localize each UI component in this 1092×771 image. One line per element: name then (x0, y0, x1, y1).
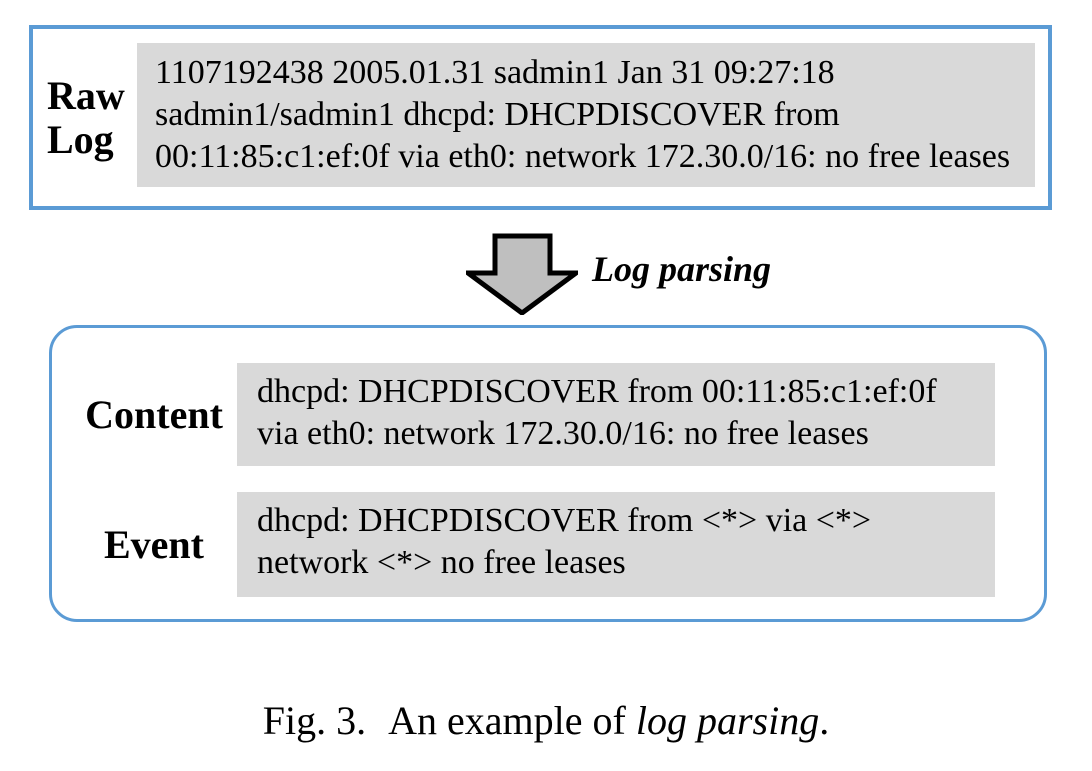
event-text-panel: dhcpd: DHCPDISCOVER from <*> via <*> net… (237, 492, 995, 597)
figure-caption-italic-term: log parsing (635, 698, 820, 743)
content-text-line-2: via eth0: network 172.30.0/16: no free l… (257, 415, 869, 452)
figure-caption-period: . (819, 698, 830, 743)
figure-caption: Fig. 3. An example of log parsing. (0, 697, 1092, 745)
raw-log-text-line-3: 00:11:85:c1:ef:0f via eth0: network 172.… (155, 138, 1011, 175)
content-text-line-1: dhcpd: DHCPDISCOVER from 00:11:85:c1:ef:… (257, 373, 937, 410)
figure-caption-number: Fig. 3. (262, 698, 367, 743)
event-label: Event (104, 522, 204, 567)
raw-log-text-panel: 1107192438 2005.01.31 sadmin1 Jan 31 09:… (137, 43, 1035, 187)
raw-log-label-line-1: Raw (47, 72, 125, 118)
content-text-panel: dhcpd: DHCPDISCOVER from 00:11:85:c1:ef:… (237, 363, 995, 466)
figure-caption-text: An example of (388, 698, 626, 743)
raw-log-box: Raw Log 1107192438 2005.01.31 sadmin1 Ja… (29, 25, 1052, 210)
event-text-line-1: dhcpd: DHCPDISCOVER from <*> via <*> (257, 502, 872, 539)
content-label: Content (85, 392, 223, 437)
down-block-arrow-shape (466, 233, 578, 315)
raw-log-text-line-2: sadmin1/sadmin1 dhcpd: DHCPDISCOVER from (155, 96, 840, 133)
raw-log-label: Raw Log (47, 29, 125, 206)
event-text-line-2: network <*> no free leases (257, 544, 626, 581)
parsed-log-box: Content dhcpd: DHCPDISCOVER from 00:11:8… (49, 325, 1047, 622)
log-parsing-label: Log parsing (592, 249, 772, 289)
raw-log-label-line-2: Log (47, 116, 114, 162)
down-block-arrow-icon (466, 233, 578, 315)
raw-log-text-line-1: 1107192438 2005.01.31 sadmin1 Jan 31 09:… (155, 54, 835, 91)
